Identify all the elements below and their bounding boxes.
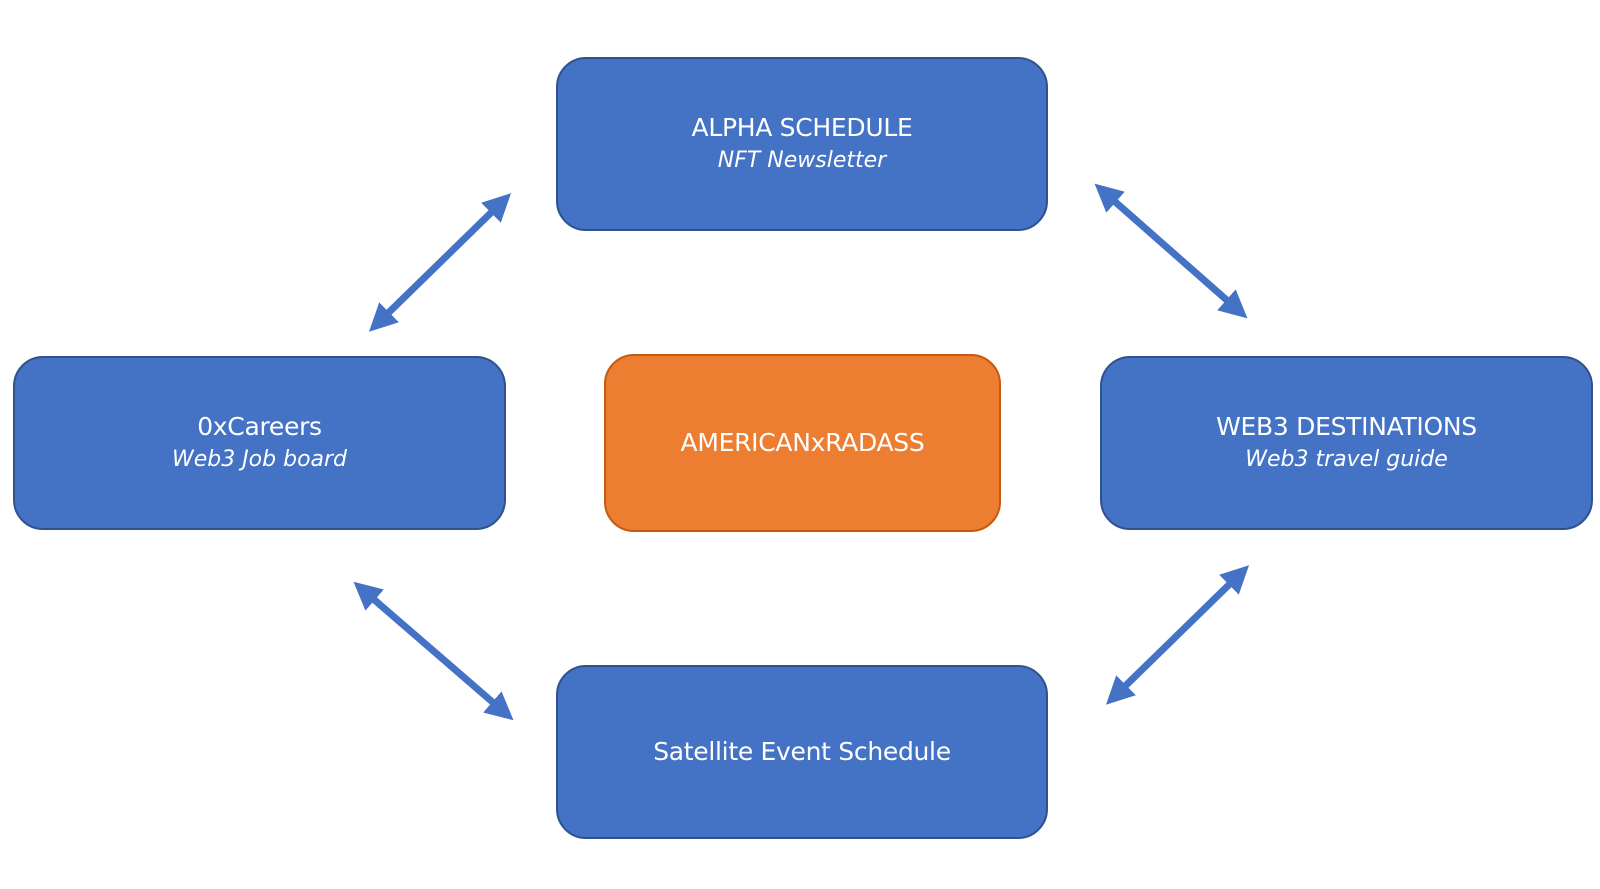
arrow-left-top [368, 193, 512, 332]
node-americanxradass: AMERICANxRADASS [604, 354, 1001, 532]
node-0xcareers: 0xCareers Web3 Job board [13, 356, 506, 530]
node-subtitle: Web3 travel guide [1245, 447, 1448, 472]
node-title: AMERICANxRADASS [680, 428, 925, 457]
node-alpha-schedule: ALPHA SCHEDULE NFT Newsletter [556, 57, 1048, 231]
node-title: ALPHA SCHEDULE [691, 113, 913, 142]
node-satellite-event-schedule: Satellite Event Schedule [556, 665, 1048, 839]
arrow-bottom-left [353, 581, 514, 721]
node-subtitle: Web3 Job board [171, 447, 348, 472]
node-title: WEB3 DESTINATIONS [1216, 412, 1477, 441]
node-subtitle: NFT Newsletter [717, 148, 887, 173]
node-title: Satellite Event Schedule [653, 737, 951, 766]
node-web3-destinations: WEB3 DESTINATIONS Web3 travel guide [1100, 356, 1593, 530]
node-title: 0xCareers [197, 412, 322, 441]
arrow-top-right [1094, 183, 1248, 319]
arrow-right-bottom [1105, 565, 1250, 705]
